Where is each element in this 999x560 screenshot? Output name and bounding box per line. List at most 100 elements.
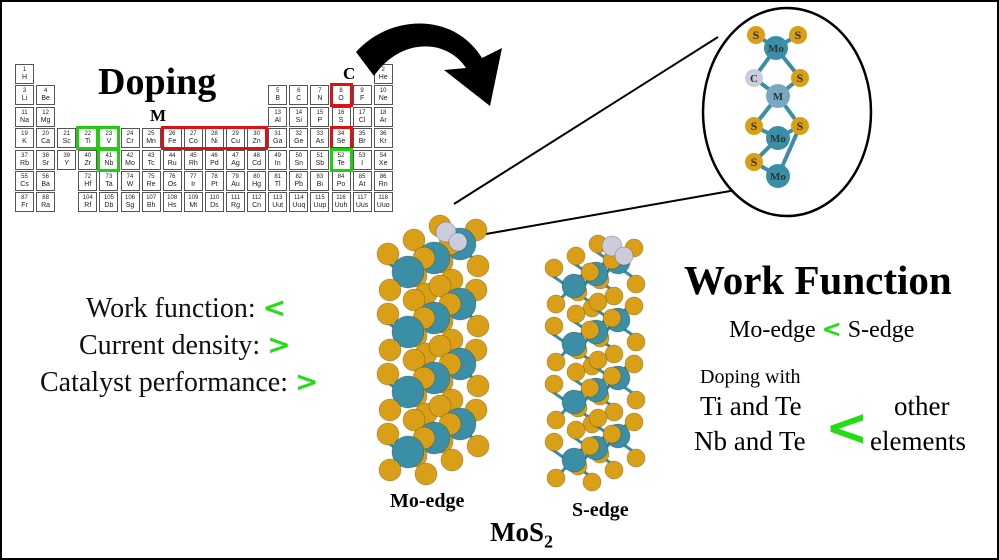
- molybdenum-atom: [561, 273, 587, 299]
- sulfur-atom: [378, 458, 402, 482]
- atom-label: S: [753, 28, 760, 42]
- atom-label: M: [773, 91, 784, 103]
- atomic-number: 42: [126, 152, 134, 159]
- sulfur-atom: [544, 374, 564, 394]
- sulfur-atom: [626, 448, 646, 468]
- molybdenum-atom: [561, 447, 587, 473]
- element-symbol: Cd: [252, 159, 262, 167]
- atomic-number: 85: [358, 174, 366, 180]
- atomic-number: 15: [316, 109, 324, 116]
- element-symbol: Ag: [231, 159, 240, 167]
- atom-label: S: [751, 119, 758, 133]
- mo-edge-structure: [376, 214, 490, 486]
- element-symbol: Ne: [378, 95, 388, 103]
- atom: [791, 69, 809, 87]
- curved-arrow-icon: [356, 23, 502, 106]
- atomic-number: 48: [253, 152, 260, 159]
- atomic-number: 111: [230, 195, 241, 202]
- element-symbol: Rh: [188, 159, 198, 167]
- sulfur-atom: [588, 350, 608, 370]
- atomic-number: 55: [21, 174, 28, 180]
- metal-group-label: M: [150, 106, 167, 125]
- element-symbol: Os: [167, 181, 177, 188]
- element-symbol: Sc: [62, 138, 71, 146]
- molybdenum-atom: [561, 331, 587, 357]
- work-function-title: Work Function: [684, 257, 952, 303]
- atomic-number: 43: [147, 152, 155, 159]
- element-symbol: Sg: [125, 202, 135, 210]
- element-symbol: Cu: [231, 138, 240, 146]
- molybdenum-atom: [391, 375, 425, 409]
- doping-title: Doping: [98, 61, 217, 103]
- element-symbol: Kr: [379, 138, 387, 146]
- ti-te-label: Ti and Te: [700, 391, 802, 421]
- sulfur-atom: [602, 366, 622, 386]
- trend-catalyst-performance: Catalyst performance: >: [40, 365, 318, 399]
- best-dopant-highlight: [329, 147, 353, 172]
- sulfur-atom: [376, 362, 400, 386]
- element-symbol: Tc: [147, 159, 155, 167]
- atom-label: C: [750, 73, 758, 85]
- atomic-number: 36: [379, 131, 387, 138]
- element-symbol: Se: [336, 138, 346, 146]
- atomic-number: 75: [147, 174, 155, 180]
- atomic-number: 41: [105, 152, 113, 159]
- element-symbol: Fr: [21, 202, 28, 210]
- atom: [766, 126, 790, 150]
- less-than-symbol: <: [262, 291, 287, 324]
- element-symbol: Sr: [42, 159, 50, 167]
- molybdenum-atom: [391, 435, 425, 469]
- element-symbol: C: [296, 95, 302, 103]
- atomic-number: 107: [146, 195, 157, 202]
- sulfur-atom: [604, 286, 624, 306]
- mo-edge-text: Mo-edge: [729, 317, 816, 343]
- atomic-number: 56: [42, 174, 49, 180]
- dopant-atom: [448, 232, 468, 252]
- greater-than-symbol: >: [267, 328, 291, 361]
- less-than-symbol: <: [825, 398, 869, 458]
- atomic-number: 109: [188, 195, 199, 202]
- element-symbol: Pd: [210, 159, 219, 167]
- element-symbol: Ar: [379, 116, 387, 124]
- element-symbol: Uup: [313, 202, 327, 210]
- element-symbol: Uuq: [292, 202, 306, 210]
- trend-current-density-label: Current density:: [79, 330, 261, 361]
- atomic-number: 16: [337, 109, 345, 116]
- element-symbol: Zr: [84, 159, 92, 167]
- element-symbol: Ir: [191, 181, 196, 188]
- atomic-number: 76: [168, 174, 176, 180]
- sulfur-atom: [626, 390, 646, 410]
- atomic-number: 33: [316, 131, 324, 138]
- material-formula: MoS2: [490, 517, 553, 552]
- element-symbol: Ra: [41, 202, 51, 210]
- atomic-number: 83: [316, 174, 324, 180]
- sulfur-atom: [626, 274, 646, 294]
- less-than-symbol: <: [821, 315, 842, 343]
- element-symbol: Rn: [378, 181, 388, 188]
- trend-catalyst-performance-label: Catalyst performance:: [40, 367, 289, 398]
- atomic-number: 46: [211, 152, 218, 159]
- sulfur-atom: [546, 410, 566, 430]
- atom-label: Mo: [770, 171, 786, 183]
- atomic-number: 22: [84, 131, 92, 138]
- atom-label: Mo: [770, 133, 786, 145]
- sulfur-atom: [624, 296, 644, 316]
